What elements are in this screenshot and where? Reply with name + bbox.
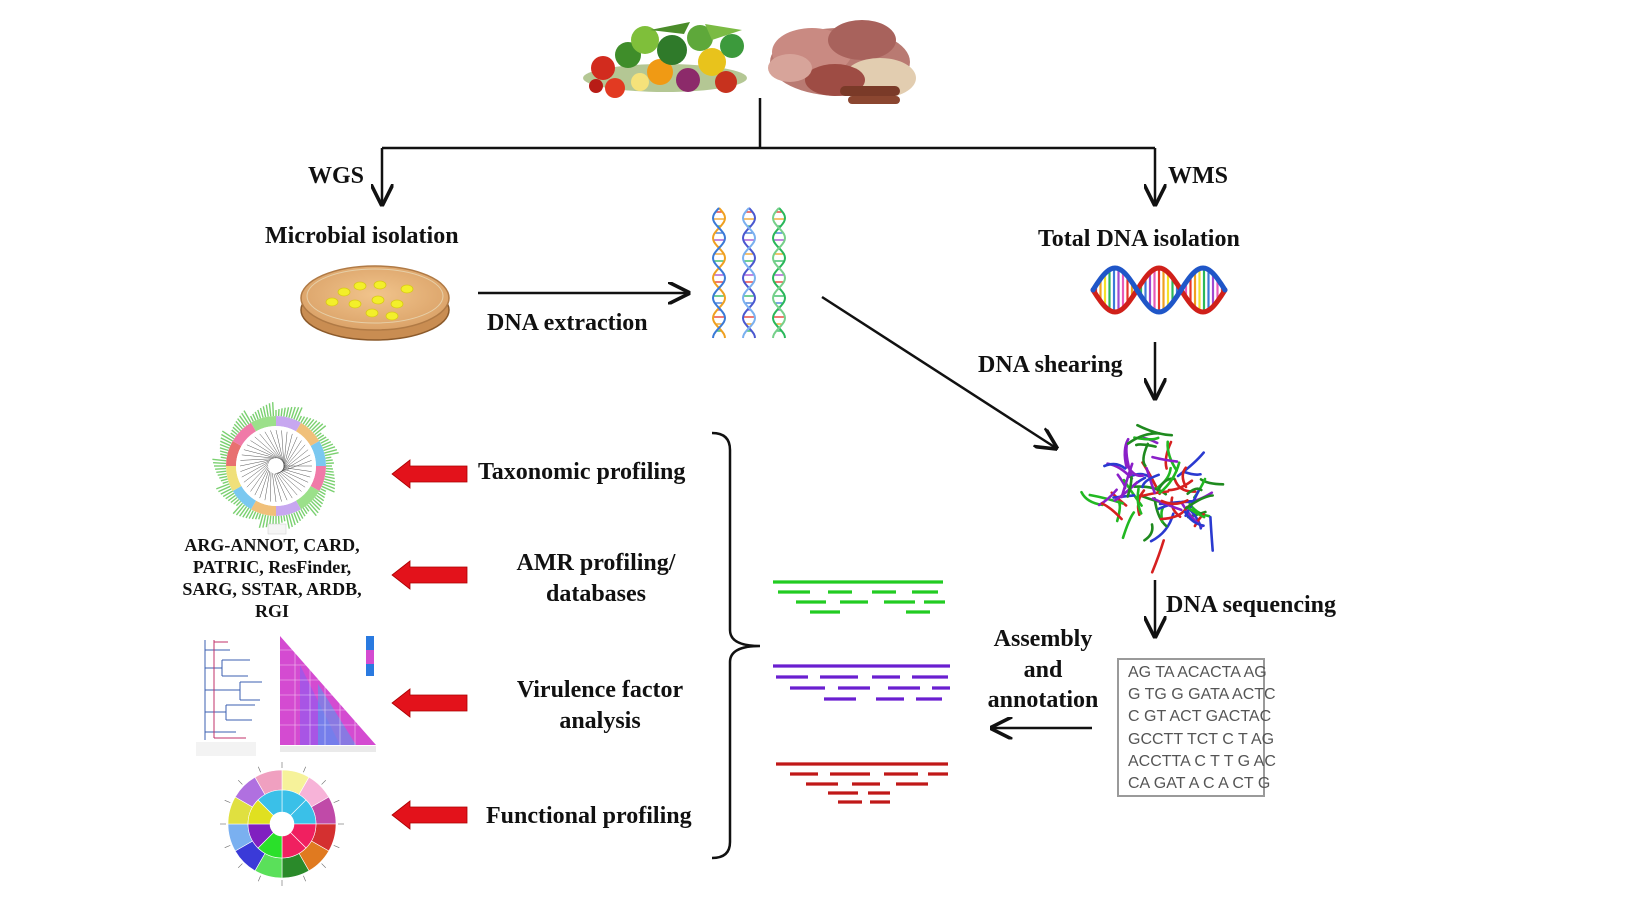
red-arrow-icon bbox=[391, 459, 468, 489]
red-arrow-icon bbox=[391, 688, 468, 718]
amr-profiling-label-line2: databases bbox=[546, 581, 646, 607]
functional-sunburst-thumbnail-icon bbox=[220, 762, 344, 886]
assembled-reads-icon bbox=[773, 580, 950, 804]
sheared-dna-fragments-icon bbox=[1080, 423, 1225, 574]
assembly-label-line1: Assembly bbox=[994, 626, 1093, 652]
sequence-line: CA GAT A C A CT G bbox=[1128, 775, 1270, 792]
red-arrow-icon bbox=[391, 560, 468, 590]
phylogeny-heatmap-thumbnail-icon bbox=[196, 636, 376, 756]
amr-databases-line4: RGI bbox=[255, 601, 289, 621]
wgs-label: WGS bbox=[308, 163, 364, 189]
red-arrow-icon bbox=[391, 800, 468, 830]
wms-label: WMS bbox=[1168, 163, 1228, 189]
dna-extraction-label: DNA extraction bbox=[487, 310, 648, 336]
functional-profiling-label: Functional profiling bbox=[486, 803, 692, 829]
sequence-line: AG TA ACACTA AG bbox=[1128, 664, 1267, 681]
taxonomic-profiling-label: Taxonomic profiling bbox=[478, 459, 685, 485]
vegetables-image bbox=[583, 22, 747, 98]
microbial-isolation-label: Microbial isolation bbox=[265, 223, 459, 249]
petri-dish-icon bbox=[300, 265, 450, 341]
sequence-line: C GT ACT GACTAC bbox=[1128, 708, 1271, 725]
assembly-label-line3: annotation bbox=[988, 687, 1099, 713]
virulence-factor-label-line2: analysis bbox=[559, 708, 640, 734]
helices-to-sheared-dna-arrow bbox=[821, 295, 1056, 448]
assembly-label-line2: and bbox=[1024, 657, 1063, 683]
amr-databases-line3: SARG, SSTAR, ARDB, bbox=[182, 579, 361, 599]
amr-profiling-label-line1: AMR profiling/ bbox=[517, 550, 676, 576]
total-dna-helix-icon bbox=[1090, 265, 1228, 315]
top-split-connector bbox=[382, 98, 1155, 204]
dna-sequencing-label: DNA sequencing bbox=[1166, 592, 1336, 618]
sequence-line: GCCTT TCT C T AG bbox=[1128, 731, 1274, 748]
extracted-dna-helices-icon bbox=[711, 207, 787, 339]
sequence-line: ACCTTA C T T G AC bbox=[1128, 753, 1276, 770]
amr-databases-line2: PATRIC, ResFinder, bbox=[193, 557, 351, 577]
sequence-reads-box: AG TA ACACTA AG G TG G GATA ACTC C GT AC… bbox=[1117, 658, 1276, 797]
analysis-bracket bbox=[711, 431, 761, 860]
sequence-line: G TG G GATA ACTC bbox=[1128, 686, 1276, 703]
circular-tree-thumbnail-icon bbox=[212, 402, 339, 535]
virulence-factor-label-line1: Virulence factor bbox=[517, 677, 684, 703]
red-arrows bbox=[391, 459, 468, 830]
meat-image bbox=[768, 20, 916, 104]
total-dna-isolation-label: Total DNA isolation bbox=[1038, 226, 1240, 252]
dna-shearing-label: DNA shearing bbox=[978, 352, 1123, 378]
colony-dots bbox=[325, 280, 414, 321]
amr-databases-line1: ARG-ANNOT, CARD, bbox=[184, 535, 359, 555]
